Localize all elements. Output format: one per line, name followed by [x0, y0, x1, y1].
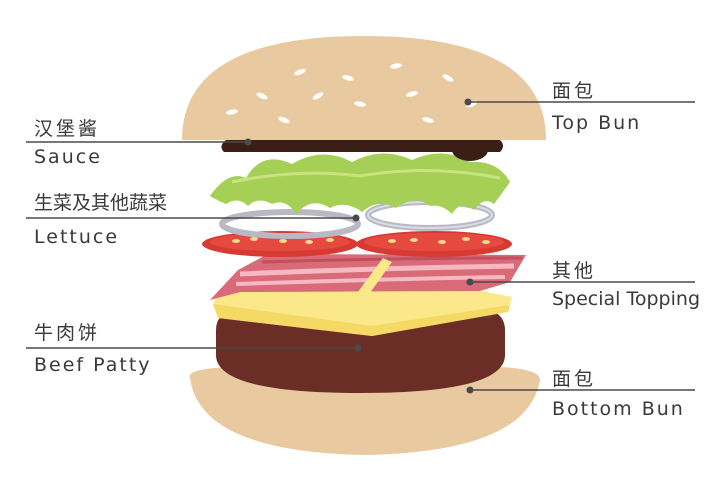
label-special-en: Special Topping: [552, 288, 701, 310]
top-bun: [182, 36, 546, 140]
label-top-bun-en: Top Bun: [552, 112, 642, 134]
label-top-bun-cn: 面包: [552, 80, 597, 102]
bottom-bun: [189, 367, 540, 455]
label-bottom-bun-cn: 面包: [552, 368, 597, 390]
sesame-seeds: [226, 63, 478, 124]
label-patty-cn: 牛肉饼: [34, 322, 101, 344]
sauce-layer: [221, 140, 503, 152]
lettuce-leaves: [210, 153, 510, 214]
label-lettuce-cn: 生菜及其他蔬菜: [34, 192, 168, 214]
leader-lines: [26, 101, 695, 391]
leader-dots: [244, 98, 474, 394]
label-lettuce-en: Lettuce: [34, 226, 120, 248]
label-special-cn: 其他: [552, 260, 597, 282]
label-sauce-cn: 汉堡酱: [34, 118, 101, 140]
bacon-strips: [210, 254, 526, 304]
label-bottom-bun-en: Bottom Bun: [552, 398, 685, 420]
label-patty-en: Beef Patty: [34, 354, 152, 376]
label-sauce-en: Sauce: [34, 146, 102, 168]
